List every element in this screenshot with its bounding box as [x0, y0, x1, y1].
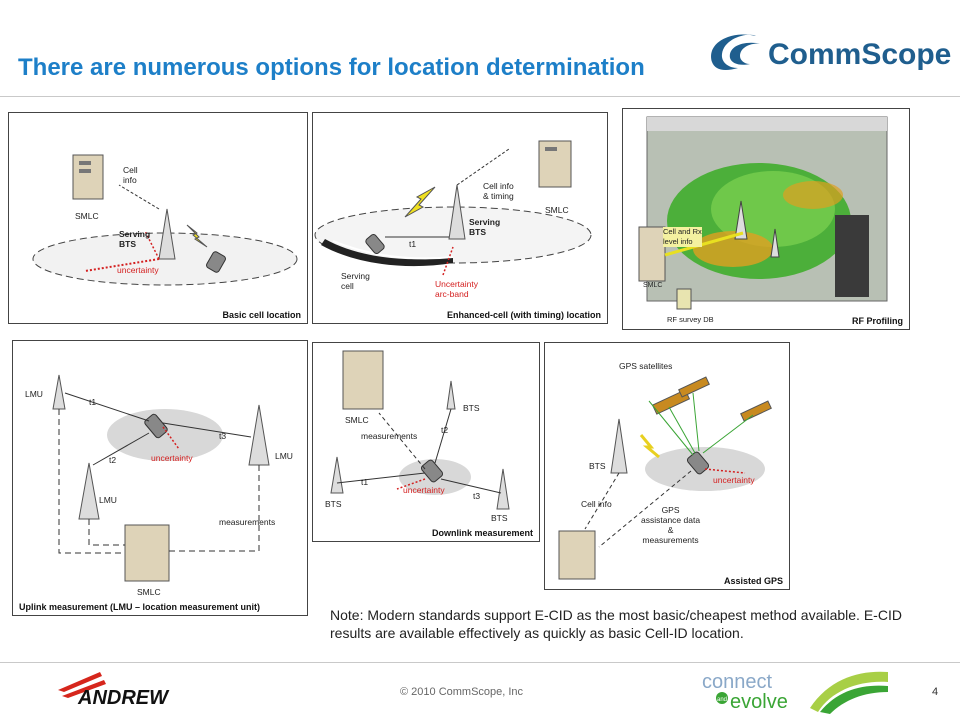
- bts-label: BTS: [463, 403, 480, 413]
- assistance-label: GPS assistance data & measurements: [641, 505, 701, 545]
- connect-evolve-logo: connect and evolve: [700, 668, 890, 718]
- footer-rule: [0, 662, 960, 663]
- smlc-label: SMLC: [545, 205, 569, 215]
- uncertainty-label: uncertainty: [713, 475, 755, 485]
- bts-label: BTS: [491, 513, 508, 523]
- commscope-logo: CommScope: [704, 28, 952, 80]
- uncertainty-label: uncertainty: [117, 265, 159, 275]
- panel-enhanced-cell: Cell info & timing SMLC Serving BTS t1 S…: [312, 112, 608, 324]
- gps-satellites-label: GPS satellites: [619, 361, 673, 371]
- t3-label: t3: [473, 491, 481, 501]
- and-text: and: [717, 697, 727, 703]
- bts-label: BTS: [325, 499, 342, 509]
- andrew-logo: ANDREW: [56, 668, 206, 709]
- lmu-label: LMU: [275, 451, 293, 461]
- panel-title: RF Profiling: [852, 316, 903, 326]
- page-title: There are numerous options for location …: [18, 54, 645, 81]
- lmu-label: LMU: [99, 495, 117, 505]
- smlc-label: SMLC: [75, 211, 99, 221]
- uncertainty-label: Uncertainty arc-band: [435, 279, 478, 299]
- smlc-label: SMLC: [137, 587, 161, 597]
- t2-label: t2: [441, 425, 449, 435]
- t1-label: t1: [89, 397, 97, 407]
- header-rule: [0, 96, 960, 97]
- evolve-text: evolve: [730, 691, 788, 713]
- panel-uplink-measurement: LMU LMU LMU t1 t2 t3 uncertainty measure…: [12, 340, 308, 616]
- uncertainty-label: uncertainty: [403, 485, 445, 495]
- measurements-label: measurements: [219, 517, 276, 527]
- cell-info-label: Cell info: [581, 499, 612, 509]
- t1-label: t1: [409, 239, 417, 249]
- panel-title: Basic cell location: [222, 310, 301, 320]
- panel-rf-profiling: Cell and Rx level info SMLC RF survey DB…: [622, 108, 910, 330]
- page-number: 4: [932, 686, 939, 698]
- smlc-label: SMLC: [643, 282, 663, 289]
- t2-label: t2: [109, 455, 117, 465]
- panel-title: Uplink measurement (LMU – location measu…: [19, 602, 261, 612]
- survey-db-label: RF survey DB: [667, 315, 714, 324]
- cell-rx-label: Cell and Rx level info: [663, 227, 702, 247]
- panel-basic-cell-location: SMLC Cell info Serving BTS uncertainty B…: [8, 112, 308, 324]
- panel-downlink-measurement: SMLC BTS measurements t2 BTS t1 uncertai…: [312, 342, 540, 542]
- panel-title: Enhanced-cell (with timing) location: [446, 310, 601, 320]
- lmu-label: LMU: [25, 389, 43, 399]
- serving-cell-label: Serving cell: [341, 271, 370, 291]
- smlc-label: SMLC: [345, 415, 369, 425]
- connect-text: connect: [702, 671, 772, 693]
- measurements-label: measurements: [361, 431, 418, 441]
- serving-bts-label: Serving BTS: [469, 217, 501, 237]
- logo-text: CommScope: [768, 38, 951, 71]
- panel-title: Downlink measurement: [431, 528, 533, 538]
- uncertainty-label: uncertainty: [151, 453, 193, 463]
- cell-info-timing-label: Cell info & timing: [483, 181, 514, 201]
- bts-label: BTS: [589, 461, 606, 471]
- panel-title: Assisted GPS: [723, 576, 783, 586]
- serving-bts-label: Serving BTS: [119, 229, 151, 249]
- note-text: Note: Modern standards support E-CID as …: [330, 607, 902, 641]
- panel-assisted-gps: GPS satellites BTS uncertainty Cell info…: [544, 342, 790, 590]
- t1-label: t1: [361, 477, 369, 487]
- andrew-text: ANDREW: [77, 687, 170, 708]
- cell-info-label: Cell info: [123, 165, 138, 185]
- t3-label: t3: [219, 431, 227, 441]
- copyright: © 2010 CommScope, Inc: [400, 686, 524, 698]
